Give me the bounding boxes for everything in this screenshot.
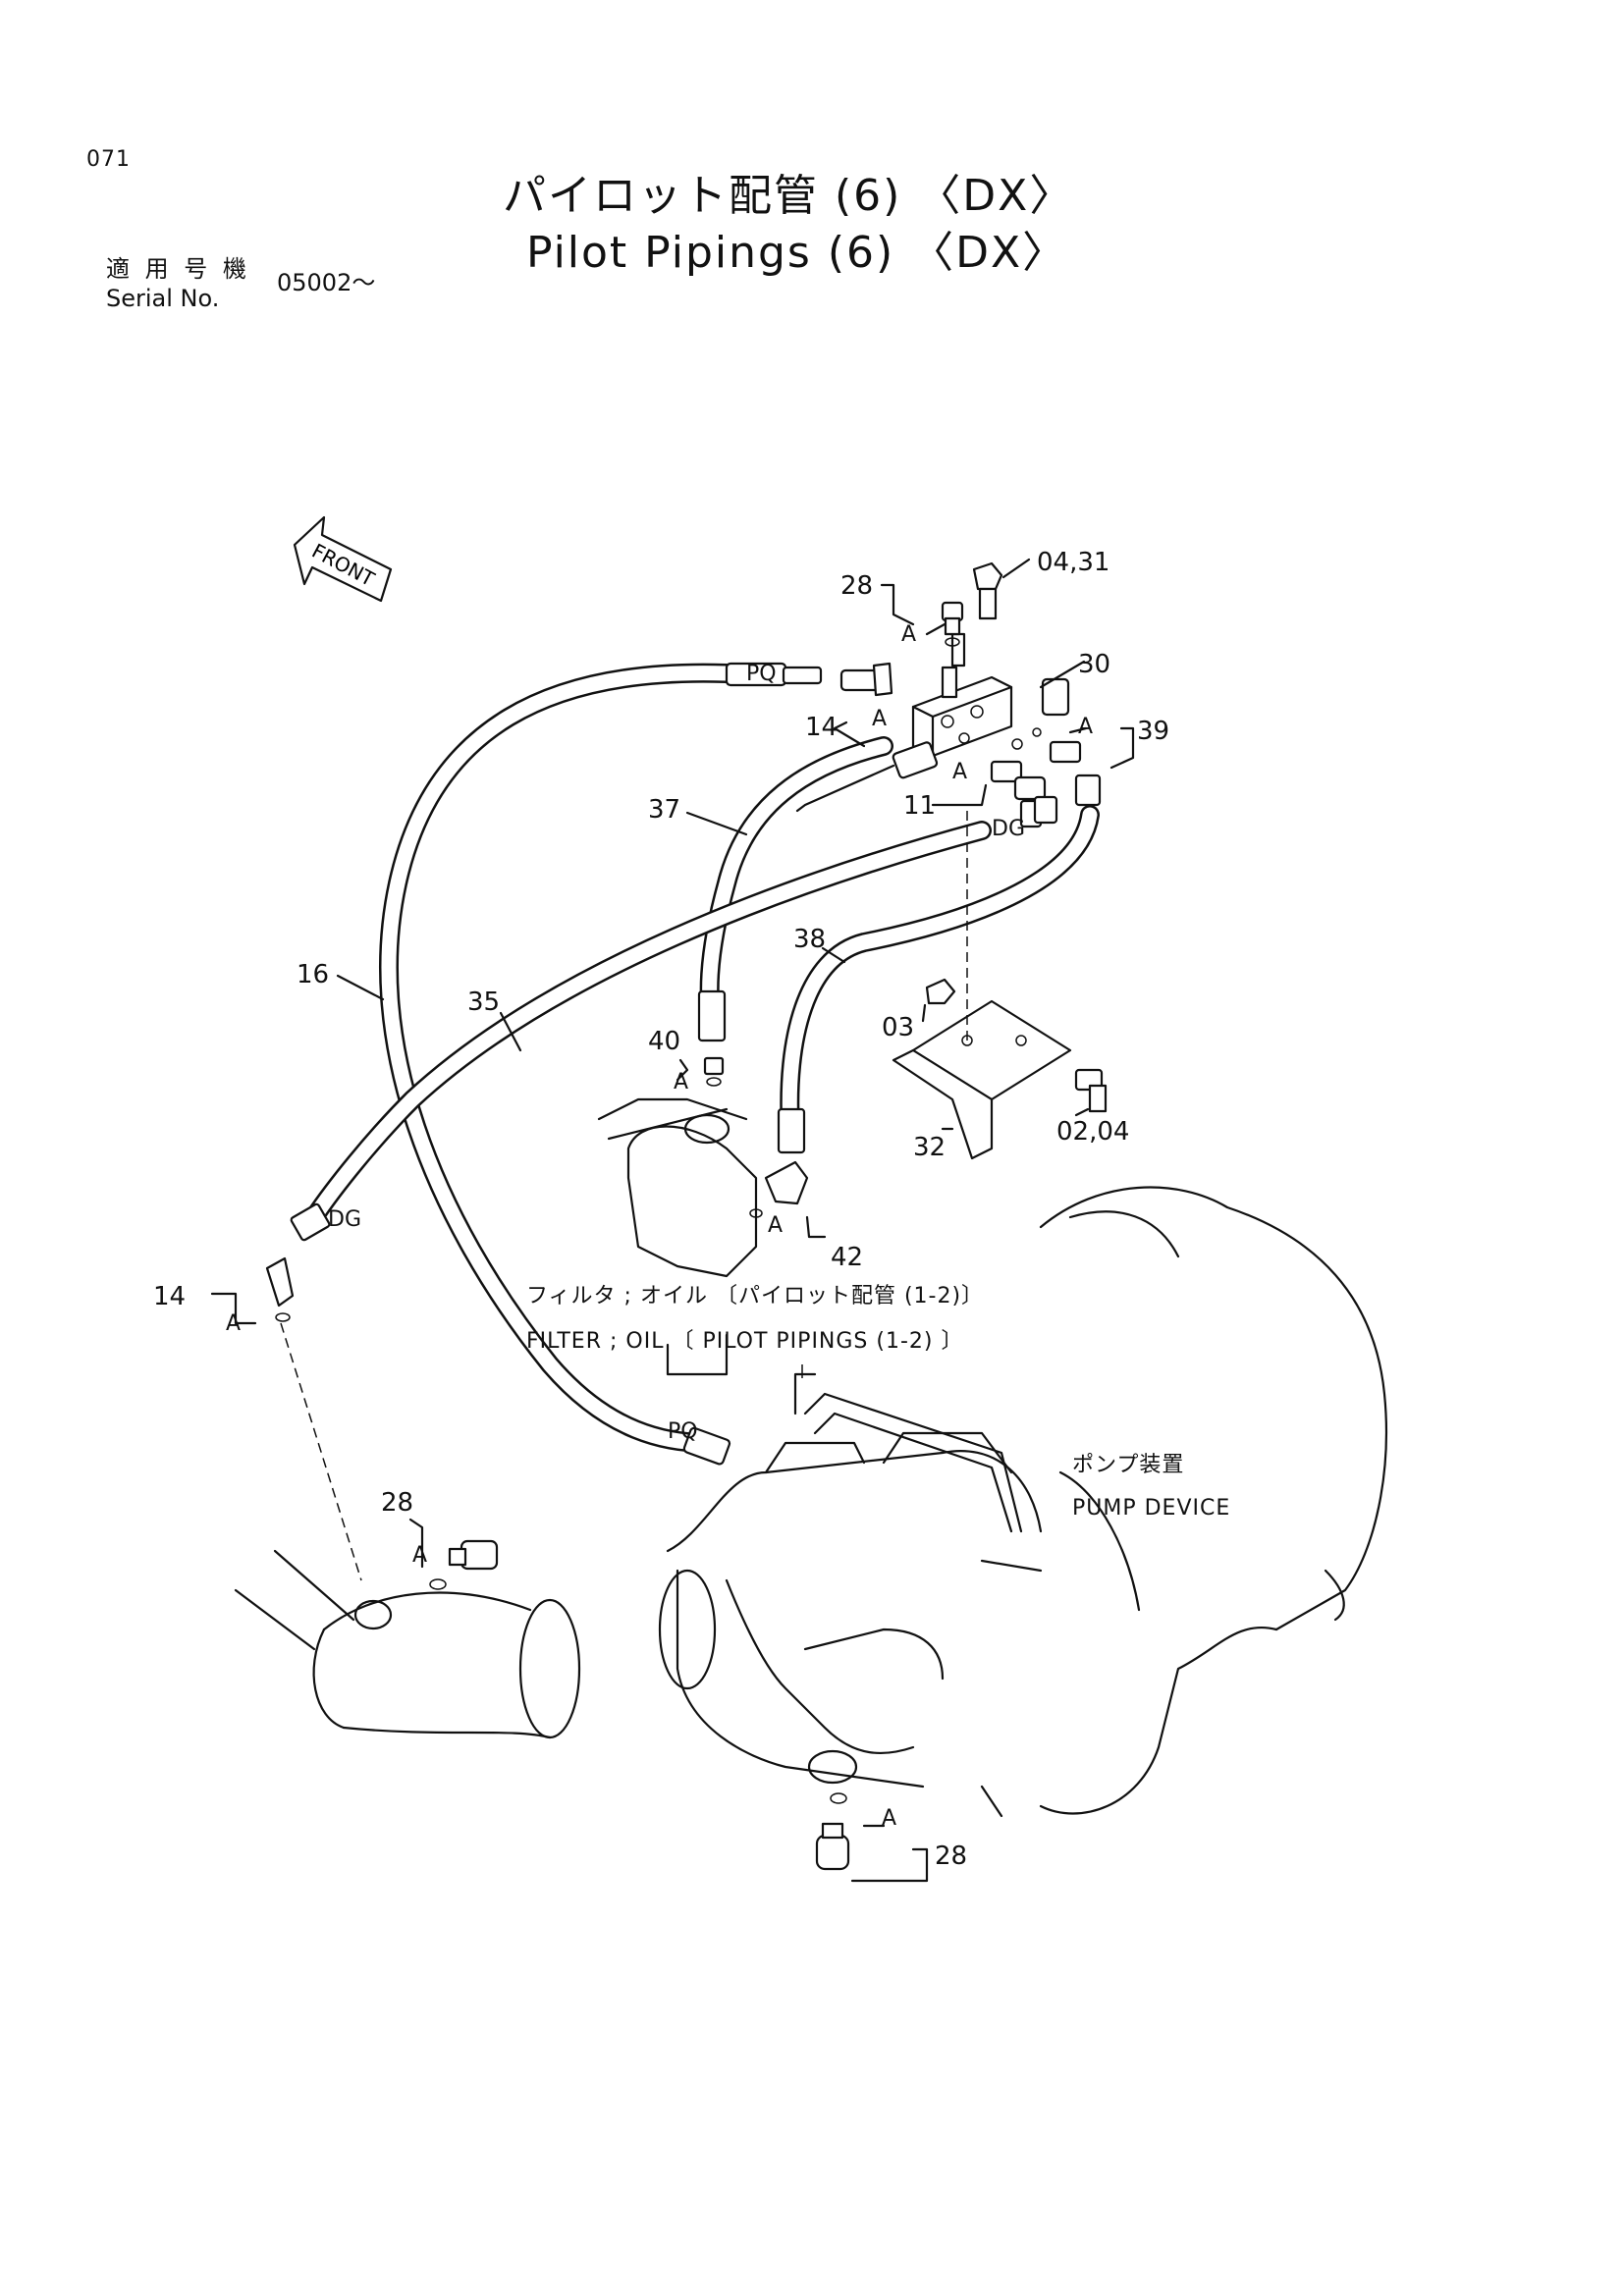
callout-14-left: 14 (153, 1282, 187, 1311)
bolt-04-31 (972, 558, 1031, 620)
callout-28-bottom: 28 (935, 1842, 968, 1871)
pilot-valve-block (795, 632, 1102, 828)
plug-28-top (941, 601, 964, 647)
callout-30: 30 (1078, 650, 1111, 679)
joint-mark-a: A (1078, 715, 1094, 739)
joint-mark-a: A (768, 1213, 784, 1238)
hose-fittings (290, 662, 823, 1466)
callout-42: 42 (831, 1243, 864, 1272)
plug-28-mid (429, 1539, 499, 1590)
pump-device-outline (234, 1097, 1387, 1818)
page-title-japanese: パイロット配管 (6) 〈DX〉 (503, 171, 1075, 221)
note-filter-english: FILTER ; OIL 〔 PILOT PIPINGS (1-2) 〕 (526, 1329, 964, 1354)
callout-16: 16 (297, 960, 330, 989)
joint-mark-a: A (901, 622, 917, 647)
callout-38: 38 (793, 925, 827, 954)
callout-14-top: 14 (805, 713, 839, 742)
front-direction-arrow: FRONT (293, 515, 393, 603)
joint-mark-a: A (952, 760, 968, 784)
hose-16 (378, 663, 736, 1453)
joint-mark-a: A (872, 707, 888, 731)
fitting-40 (703, 1056, 725, 1087)
note-filter-japanese: フィルタ ; オイル 〔パイロット配管 (1-2)〕 (526, 1284, 985, 1308)
bolt-02-04 (1074, 1068, 1108, 1113)
serial-label-japanese: 適 用 号 機 (106, 255, 250, 283)
fitting-42 (749, 1160, 809, 1218)
callout-03: 03 (882, 1013, 915, 1042)
callout-32: 32 (913, 1133, 947, 1162)
callout-04-31: 04,31 (1037, 548, 1110, 577)
callout-40: 40 (648, 1027, 681, 1056)
hose-38 (780, 805, 1100, 1139)
joint-mark-a: A (412, 1543, 428, 1568)
plug-28-bottom (815, 1792, 850, 1871)
hose-mark-dg: DG (992, 817, 1025, 841)
joint-mark-a: A (882, 1806, 897, 1831)
callout-11: 11 (903, 791, 937, 821)
callout-37: 37 (648, 795, 681, 825)
page-number: 071 (86, 147, 131, 172)
bracket-32 (892, 805, 1072, 1160)
callout-28-mid: 28 (381, 1488, 414, 1518)
callout-39: 39 (1137, 717, 1170, 746)
leader-lines (210, 583, 1135, 1883)
joint-mark-a: A (674, 1070, 689, 1095)
callout-35: 35 (467, 988, 501, 1017)
callout-28-top: 28 (840, 571, 874, 601)
elbow-14-left (265, 1256, 362, 1581)
serial-label-english: Serial No. (106, 285, 220, 312)
nut-03 (925, 978, 956, 1005)
note-pump-english: PUMP DEVICE (1072, 1496, 1231, 1521)
page-title-english: Pilot Pipings (6) 〈DX〉 (526, 228, 1068, 278)
hose-mark-pq: PQ (746, 662, 777, 686)
hose-mark-pq: PQ (668, 1419, 698, 1444)
hose-35 (304, 821, 992, 1227)
serial-number-value: 05002～ (277, 269, 376, 296)
joint-mark-a: A (226, 1311, 242, 1336)
hose-mark-dg: DG (328, 1207, 361, 1232)
callout-02-04: 02,04 (1056, 1117, 1130, 1147)
note-pump-japanese: ポンプ装置 (1072, 1453, 1185, 1477)
